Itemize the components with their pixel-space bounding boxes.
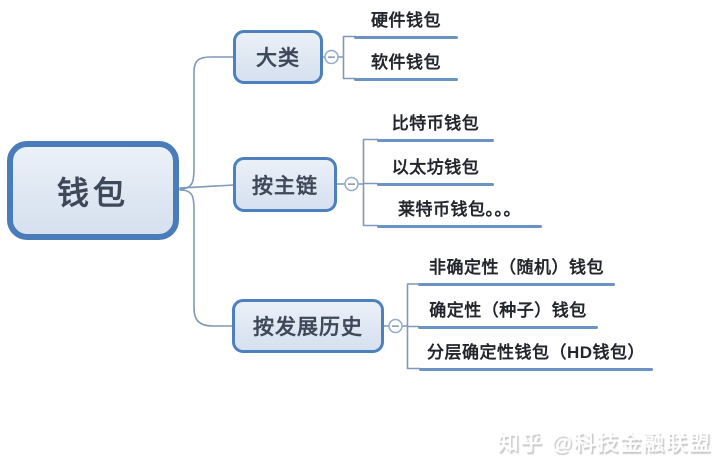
branch-node-label: 按发展历史	[253, 316, 363, 339]
leaf-topic-litecoin-wallet[interactable]: 莱特币钱包。。。	[377, 195, 542, 228]
topic-underline	[418, 283, 615, 286]
topic-underline	[418, 326, 598, 329]
bracket-categories	[322, 35, 357, 80]
leaf-label: 分层确定性钱包（HD钱包）	[426, 343, 646, 362]
leaf-topic-software-wallet[interactable]: 软件钱包	[354, 48, 458, 81]
branch-node-categories[interactable]: 大类	[233, 30, 323, 84]
topic-underline	[354, 36, 458, 39]
leaf-topic-hd-wallet[interactable]: 分层确定性钱包（HD钱包）	[419, 338, 653, 371]
collapse-button-categories[interactable]: −	[324, 49, 339, 65]
leaf-label: 莱特币钱包。。。	[398, 200, 521, 219]
leaf-label: 确定性（种子）钱包	[429, 301, 587, 320]
leaf-topic-deterministic-wallet[interactable]: 确定性（种子）钱包	[418, 296, 598, 329]
collapse-button-by-chain[interactable]: −	[344, 176, 359, 192]
leaf-label: 硬件钱包	[371, 11, 441, 30]
leaf-label: 非确定性（随机）钱包	[429, 258, 604, 277]
leaf-topic-bitcoin-wallet[interactable]: 比特币钱包	[377, 109, 494, 142]
leaf-label: 比特币钱包	[391, 114, 480, 133]
zhihu-watermark: 知乎 @科技金融联盟	[497, 432, 712, 455]
root-node-label: 钱包	[56, 174, 129, 211]
topic-underline	[419, 368, 653, 371]
branch-node-by-history[interactable]: 按发展历史	[232, 299, 384, 353]
bracket-by-history	[383, 283, 421, 370]
leaf-topic-hardware-wallet[interactable]: 硬件钱包	[354, 6, 458, 39]
branch-node-label: 大类	[256, 47, 300, 70]
leaf-label: 以太坊钱包	[391, 158, 480, 177]
branch-node-label: 按主链	[252, 174, 318, 198]
leaf-topic-ethereum-wallet[interactable]: 以太坊钱包	[377, 153, 494, 186]
leaf-topic-nondeterministic-wallet[interactable]: 非确定性（随机）钱包	[418, 253, 615, 286]
branch-node-by-chain[interactable]: 按主链	[233, 157, 337, 212]
connector-root-to-categories	[179, 56, 234, 190]
minus-icon: −	[347, 178, 356, 191]
topic-underline	[354, 78, 458, 81]
root-node-wallet[interactable]: 钱包	[7, 141, 179, 240]
connector-root-to-by-history	[179, 189, 233, 327]
collapse-button-by-history[interactable]: −	[388, 318, 403, 334]
leaf-label: 软件钱包	[371, 53, 441, 72]
connector-root-to-by-chain	[179, 184, 234, 189]
topic-underline	[377, 139, 494, 142]
topic-underline	[377, 183, 494, 186]
topic-underline	[377, 225, 542, 228]
minus-icon: −	[391, 320, 400, 333]
minus-icon: −	[327, 51, 336, 64]
bracket-by-chain	[336, 138, 379, 227]
